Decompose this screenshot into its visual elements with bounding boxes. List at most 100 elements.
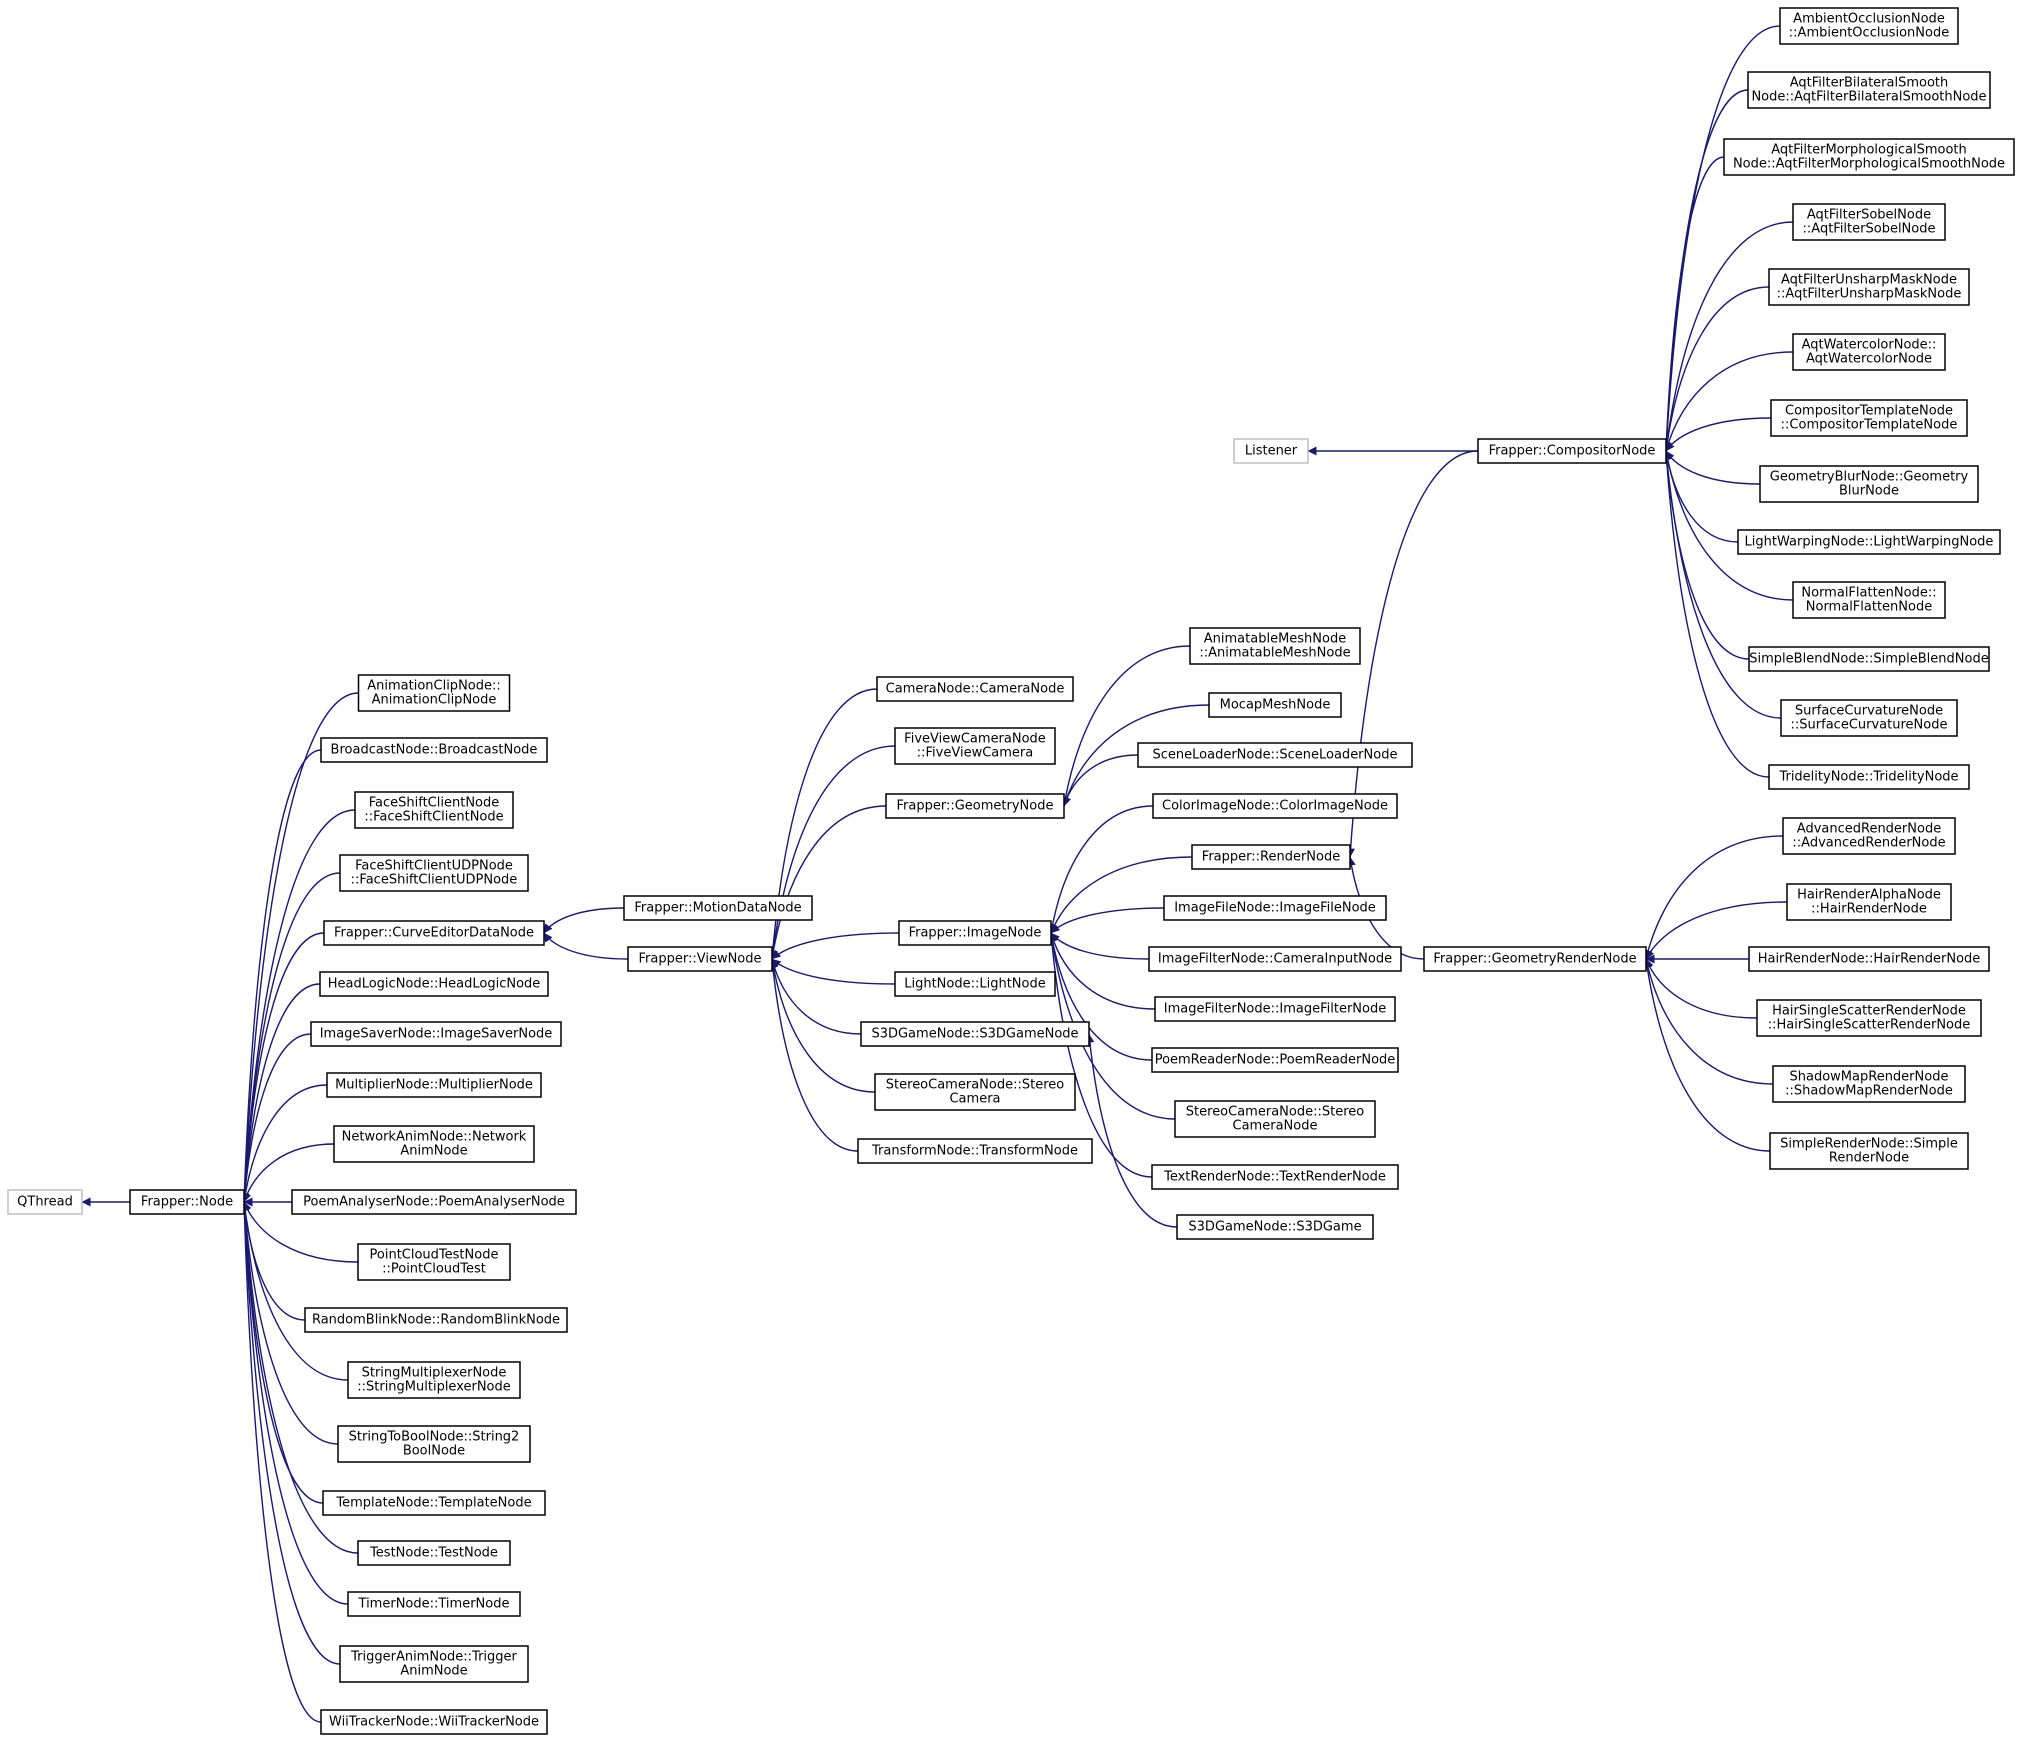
class-node-lightwarp[interactable]: LightWarpingNode::LightWarpingNode (1737, 529, 2001, 555)
node-label: ImageFilterNode::CameraInputNode (1158, 952, 1392, 967)
class-node-sceneloader[interactable]: SceneLoaderNode::SceneLoaderNode (1137, 742, 1413, 768)
inheritance-edge-surfacecurv-compositor (1662, 450, 1782, 719)
node-box (323, 920, 545, 946)
class-node-curveeditor[interactable]: Frapper::CurveEditorDataNode (323, 920, 545, 946)
node-label: StringMultiplexerNode (362, 1366, 507, 1381)
class-node-render[interactable]: Frapper::RenderNode (1191, 844, 1351, 870)
class-node-fiveview[interactable]: FiveViewCameraNode::FiveViewCamera (894, 727, 1056, 765)
class-node-motiondata[interactable]: Frapper::MotionDataNode (623, 895, 813, 921)
class-node-tridelity[interactable]: TridelityNode::TridelityNode (1768, 764, 1970, 790)
class-node-poemanalyser[interactable]: PoemAnalyserNode::PoemAnalyserNode (291, 1189, 577, 1215)
class-node-node[interactable]: Frapper::Node (129, 1189, 245, 1215)
class-node-colorimage[interactable]: ColorImageNode::ColorImageNode (1152, 793, 1398, 819)
node-box (354, 791, 514, 829)
node-box (860, 1021, 1090, 1047)
class-node-headlogic[interactable]: HeadLogicNode::HeadLogicNode (319, 971, 549, 997)
node-label: MultiplierNode::MultiplierNode (335, 1078, 533, 1093)
node-box (1477, 438, 1667, 464)
class-node-animclip[interactable]: AnimationClipNode::AnimationClipNode (357, 674, 511, 712)
class-node-watercolor[interactable]: AqtWatercolorNode::AqtWatercolorNode (1792, 333, 1946, 371)
class-node-animmesh[interactable]: AnimatableMeshNode::AnimatableMeshNode (1189, 627, 1361, 665)
class-node-shadowmap[interactable]: ShadowMapRenderNode::ShadowMapRenderNode (1772, 1065, 1966, 1103)
class-node-ambient[interactable]: AmbientOcclusionNode::AmbientOcclusionNo… (1779, 7, 1959, 45)
class-node-imagesaver[interactable]: ImageSaverNode::ImageSaverNode (310, 1021, 562, 1047)
class-node-randomblink[interactable]: RandomBlinkNode::RandomBlinkNode (304, 1307, 568, 1333)
class-node-test[interactable]: TestNode::TestNode (357, 1540, 511, 1566)
node-label: FiveViewCameraNode (904, 732, 1046, 747)
class-node-faceshift[interactable]: FaceShiftClientNode::FaceShiftClientNode (354, 791, 514, 829)
class-node-geometry[interactable]: Frapper::GeometryNode (885, 793, 1065, 819)
class-node-triggeranim[interactable]: TriggerAnimNode::TriggerAnimNode (339, 1645, 529, 1683)
node-box (894, 727, 1056, 765)
class-node-pointcloud[interactable]: PointCloudTestNode::PointCloudTest (357, 1243, 511, 1281)
node-box (357, 1540, 511, 1566)
node-label: Node::AqtFilterBilateralSmoothNode (1751, 90, 1986, 105)
class-node-stereocam1[interactable]: StereoCameraNode::StereoCamera (874, 1073, 1076, 1111)
class-node-hairsingle[interactable]: HairSingleScatterRenderNode::HairSingleS… (1756, 999, 1982, 1037)
class-node-listener[interactable]: Listener (1233, 438, 1309, 464)
class-node-wiitracker[interactable]: WiiTrackerNode::WiiTrackerNode (320, 1709, 548, 1735)
class-node-stringmux[interactable]: StringMultiplexerNode::StringMultiplexer… (347, 1361, 521, 1399)
node-box (1151, 1164, 1399, 1190)
class-node-imagefiltercam[interactable]: ImageFilterNode::CameraInputNode (1148, 946, 1402, 972)
class-node-camera[interactable]: CameraNode::CameraNode (876, 676, 1074, 702)
class-node-sobel[interactable]: AqtFilterSobelNode::AqtFilterSobelNode (1792, 203, 1946, 241)
class-node-simpleblend[interactable]: SimpleBlendNode::SimpleBlendNode (1748, 646, 1990, 672)
class-node-simplerender[interactable]: SimpleRenderNode::SimpleRenderNode (1769, 1132, 1969, 1170)
node-label: ::AnimatableMeshNode (1199, 646, 1350, 661)
class-node-mocapmesh[interactable]: MocapMeshNode (1208, 692, 1342, 718)
class-node-broadcast[interactable]: BroadcastNode::BroadcastNode (320, 737, 548, 763)
class-node-geomblur[interactable]: GeometryBlurNode::GeometryBlurNode (1759, 465, 1979, 503)
node-box (1792, 333, 1946, 371)
class-node-geomrender[interactable]: Frapper::GeometryRenderNode (1423, 946, 1647, 972)
node-label: SimpleRenderNode::Simple (1780, 1137, 1958, 1152)
class-node-hairrender[interactable]: HairRenderNode::HairRenderNode (1748, 946, 1990, 972)
node-label: AqtFilterMorphologicalSmooth (1771, 143, 1966, 158)
class-node-template[interactable]: TemplateNode::TemplateNode (322, 1490, 546, 1516)
class-node-s3dgame[interactable]: S3DGameNode::S3DGame (1176, 1214, 1374, 1240)
node-label: Frapper::MotionDataNode (634, 901, 801, 916)
node-label: SceneLoaderNode::SceneLoaderNode (1153, 748, 1398, 763)
node-label: TimerNode::TimerNode (358, 1597, 510, 1612)
inheritance-edge-normalflatten-compositor (1663, 450, 1794, 601)
class-node-bilateral[interactable]: AqtFilterBilateralSmoothNode::AqtFilterB… (1747, 71, 1991, 109)
node-box (627, 946, 773, 972)
class-node-faceshiftudp[interactable]: FaceShiftClientUDPNode::FaceShiftClientU… (339, 854, 529, 892)
class-node-surfacecurv[interactable]: SurfaceCurvatureNode::SurfaceCurvatureNo… (1780, 699, 1958, 737)
class-node-transform[interactable]: TransformNode::TransformNode (857, 1138, 1093, 1164)
class-node-unsharp[interactable]: AqtFilterUnsharpMaskNode::AqtFilterUnsha… (1768, 268, 1970, 306)
class-node-advrender[interactable]: AdvancedRenderNode::AdvancedRenderNode (1782, 817, 1956, 855)
inheritance-edge-stringmux-node (240, 1201, 349, 1381)
class-node-hairalpha[interactable]: HairRenderAlphaNode::HairRenderNode (1786, 883, 1952, 921)
class-node-networkanim[interactable]: NetworkAnimNode::NetworkAnimNode (333, 1125, 535, 1163)
class-node-textrender[interactable]: TextRenderNode::TextRenderNode (1151, 1164, 1399, 1190)
class-node-stereocam2[interactable]: StereoCameraNode::StereoCameraNode (1174, 1100, 1376, 1138)
inheritance-edge-motiondata-curveeditor (543, 907, 625, 934)
inheritance-edge-triggeranim-node (239, 1201, 341, 1665)
class-node-timer[interactable]: TimerNode::TimerNode (347, 1591, 521, 1617)
node-box (357, 674, 511, 712)
inheritance-edge-imagefilter-imagenode (1049, 932, 1156, 1010)
class-node-multiplier[interactable]: MultiplierNode::MultiplierNode (326, 1072, 542, 1098)
node-box (857, 1138, 1093, 1164)
inheritance-edge-colorimage-imagenode (1048, 805, 1154, 934)
node-label: ::AmbientOcclusionNode (1789, 26, 1949, 41)
class-node-imagefile[interactable]: ImageFileNode::ImageFileNode (1163, 895, 1387, 921)
node-label: ::FaceShiftClientUDPNode (351, 873, 518, 888)
class-node-morpho[interactable]: AqtFilterMorphologicalSmoothNode::AqtFil… (1723, 138, 2015, 176)
inheritance-edge-mocapmesh-geometry (1062, 704, 1210, 807)
class-node-poemreader[interactable]: PoemReaderNode::PoemReaderNode (1151, 1047, 1399, 1073)
class-node-s3dgamenode[interactable]: S3DGameNode::S3DGameNode (860, 1021, 1090, 1047)
class-node-compositor[interactable]: Frapper::CompositorNode (1477, 438, 1667, 464)
inheritance-edge-advrender-geomrender (1643, 835, 1784, 960)
class-node-light[interactable]: LightNode::LightNode (894, 971, 1056, 997)
class-node-qthread[interactable]: QThread (7, 1189, 83, 1215)
inheritance-edge-textrender-imagenode (1047, 932, 1153, 1178)
class-node-imagenode[interactable]: Frapper::ImageNode (898, 920, 1052, 946)
node-box (885, 793, 1065, 819)
class-node-viewnode[interactable]: Frapper::ViewNode (627, 946, 773, 972)
class-node-normalflatten[interactable]: NormalFlattenNode::NormalFlattenNode (1792, 581, 1946, 619)
class-node-comptemplate[interactable]: CompositorTemplateNode::CompositorTempla… (1770, 399, 1968, 437)
class-node-imagefilter[interactable]: ImageFilterNode::ImageFilterNode (1154, 996, 1396, 1022)
